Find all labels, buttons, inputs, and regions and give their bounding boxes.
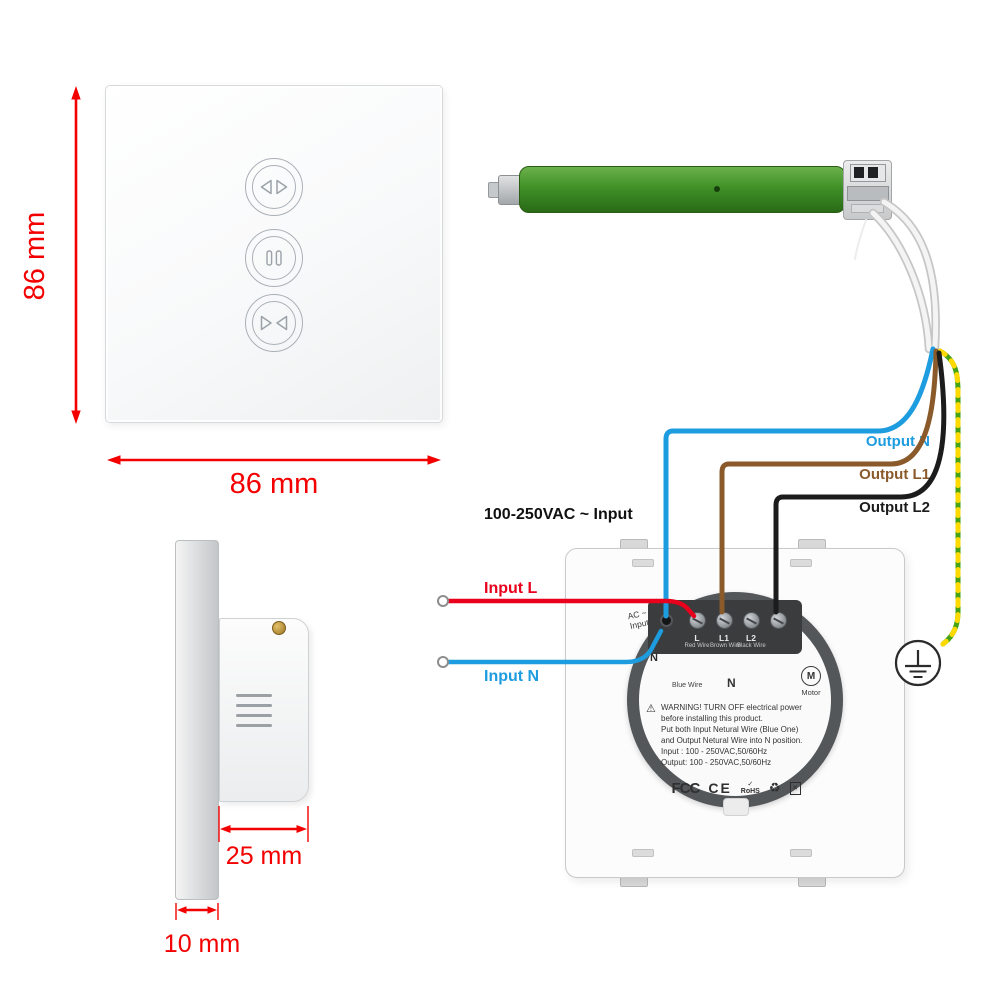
warning-icon: ⚠	[646, 703, 656, 715]
output-l1-label: Output L1	[859, 466, 930, 483]
vent-slot	[236, 704, 272, 707]
input-l-terminal	[437, 595, 449, 607]
input-voltage-header: 100-250VAC ~ Input	[484, 506, 633, 523]
blue-wire-label: Blue Wire	[672, 682, 703, 689]
warning-line: Output: 100 - 250VAC,50/60Hz	[661, 758, 772, 767]
ground-wire	[937, 348, 961, 647]
vent-slot	[236, 694, 272, 697]
vent-slot	[236, 724, 272, 727]
input-l-label: Input L	[484, 580, 538, 597]
motor-head-detail	[851, 204, 884, 213]
warning-line: and Output Netural Wire into N position.	[661, 736, 803, 745]
height-dimension-label: 86 mm	[19, 211, 51, 301]
n-center-label: N	[727, 676, 736, 690]
warning-text: WARNING! TURN OFF electrical power befor…	[661, 702, 827, 768]
vent-slot	[236, 714, 272, 717]
terminal-l1-text: L1	[719, 633, 729, 643]
warning-line: before installing this product.	[661, 714, 763, 723]
terminal-l2-wire: Black Wire	[737, 643, 766, 649]
rohs-text: RoHS	[740, 788, 760, 795]
rohs-check-icon: ✓	[747, 781, 754, 788]
pause-icon	[252, 236, 296, 280]
warning-line: Input : 100 - 250VAC,50/60Hz	[661, 747, 768, 756]
terminal-l-wire: Red Wire	[684, 643, 710, 649]
switch-front-panel	[105, 85, 443, 423]
terminal-l1-wire: Brown Wire	[710, 643, 742, 649]
terminal-label-l1: L1 Brown Wire	[710, 633, 742, 650]
terminal-label-l2: L2 Black Wire	[737, 633, 766, 650]
terminal-l-text: L	[694, 633, 700, 643]
motor-text-label: Motor	[801, 688, 821, 697]
terminal-screw-l1	[716, 612, 733, 629]
weee-bin-icon: ✕	[789, 781, 801, 795]
motor-symbol: M	[801, 666, 821, 686]
output-n-label: Output N	[865, 433, 930, 450]
terminal-label-l: L Red Wire	[683, 633, 711, 650]
n-terminal-label: N	[650, 652, 658, 664]
connector-pin	[868, 167, 878, 178]
motor-end-cap	[498, 175, 522, 205]
mounting-slot	[790, 849, 812, 857]
terminal-n-hole	[660, 614, 673, 627]
ce-mark: CE	[708, 780, 732, 796]
terminal-screw-l	[689, 612, 706, 629]
tubular-motor-body	[519, 166, 846, 213]
input-n-label: Input N	[484, 668, 540, 685]
depth-dimension-label: 25 mm	[225, 842, 303, 870]
connector-pin	[854, 167, 864, 178]
terminal-screw-l2	[743, 612, 760, 629]
switch-side-plate	[175, 540, 219, 900]
fcc-mark: FCC	[671, 779, 701, 797]
switch-side-module	[219, 618, 309, 802]
curtain-close-button	[245, 294, 303, 352]
open-arrows-icon	[252, 165, 296, 209]
motor-cable-white	[854, 197, 940, 354]
width-dimension-label: 86 mm	[229, 468, 319, 500]
curtain-pause-button	[245, 229, 303, 287]
motor-head-detail	[847, 186, 889, 201]
mounting-slot	[790, 559, 812, 567]
output-l2-label: Output L2	[859, 499, 930, 516]
certification-row: FCC CE ✓ RoHS ♻ ✕	[648, 776, 824, 800]
curtain-open-button	[245, 158, 303, 216]
mounting-slot	[632, 559, 654, 567]
input-n-terminal	[437, 656, 449, 668]
thickness-dimension-label: 10 mm	[163, 930, 241, 958]
rohs-mark: ✓ RoHS	[741, 781, 760, 795]
terminal-l2-text: L2	[746, 633, 756, 643]
warning-line: Put both Input Netural Wire (Blue One)	[661, 725, 799, 734]
side-terminal-screw	[272, 621, 286, 635]
recycle-icon: ♻	[768, 780, 781, 795]
close-arrows-icon	[252, 301, 296, 345]
module-bottom-notch	[723, 798, 749, 816]
warning-line: WARNING! TURN OFF electrical power	[661, 703, 802, 712]
mounting-slot	[632, 849, 654, 857]
terminal-screw-l2b	[770, 612, 787, 629]
motor-set-hole	[714, 186, 720, 192]
